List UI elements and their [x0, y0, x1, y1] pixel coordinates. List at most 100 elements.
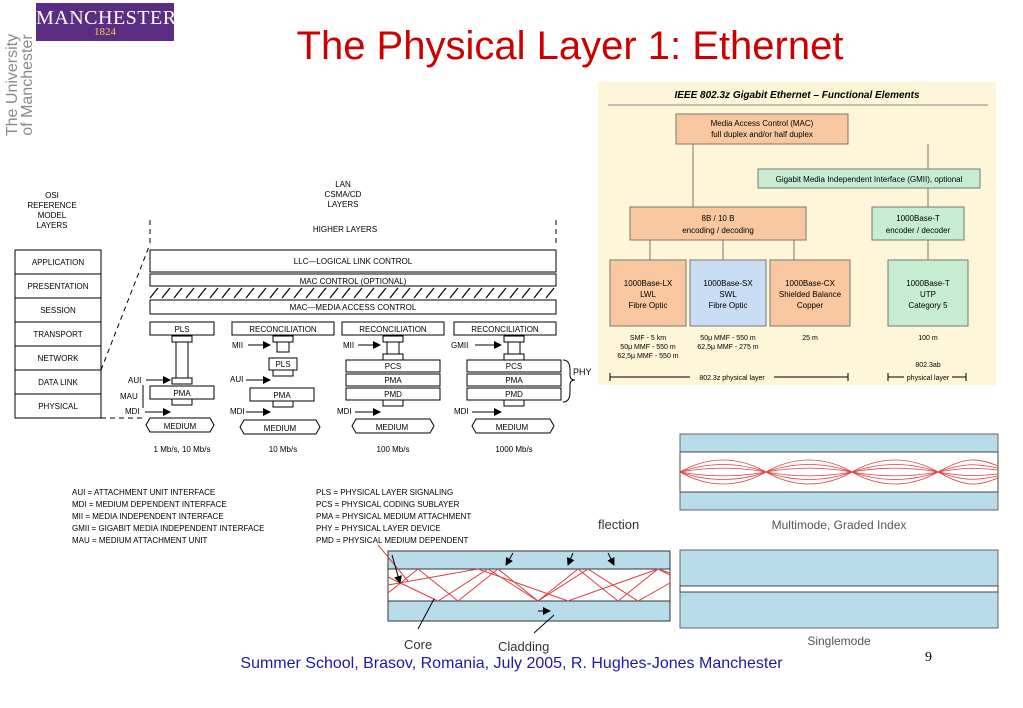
- ieee-t-encoder-line2: encoder / decoder: [886, 226, 951, 235]
- slide-footer: Summer School, Brasov, Romania, July 200…: [240, 655, 783, 672]
- ieee-cx-line3: Copper: [797, 301, 824, 310]
- col3-top: RECONCILIATION: [359, 325, 427, 334]
- lan-heading-1: LAN: [335, 180, 351, 189]
- legend-left-5: MAU = MEDIUM ATTACHMENT UNIT: [72, 536, 207, 545]
- logo-year: 1824: [94, 26, 116, 38]
- col3-pmd: PMD: [384, 390, 402, 399]
- university-vertical-text: The University of Manchester: [4, 15, 36, 155]
- col2-medium: MEDIUM: [264, 424, 297, 433]
- legend-right-4: PHY = PHYSICAL LAYER DEVICE: [316, 524, 441, 533]
- ieee-z-label: 802.3z physical layer: [699, 375, 765, 382]
- ieee-ab-line1: 802.3ab: [915, 362, 940, 369]
- osi-heading-1: OSI: [45, 191, 59, 200]
- legend-left-3: MII = MEDIA INDEPENDENT INTERFACE: [72, 512, 224, 521]
- singlemode-label: Singlemode: [807, 634, 871, 648]
- ieee-cx-line1: 1000Base-CX: [785, 279, 835, 288]
- col2-pls: PLS: [275, 360, 290, 369]
- col4-speed: 1000 Mb/s: [495, 445, 532, 454]
- logo-name: MANCHESTER: [36, 7, 177, 29]
- osi-layer-application: APPLICATION: [32, 258, 85, 267]
- ieee-gmii-label: Gigabit Media Independent Interface (GMI…: [776, 175, 963, 184]
- col3-pma: PMA: [384, 376, 402, 385]
- col2-aui: AUI: [230, 375, 243, 384]
- col2-pma: PMA: [273, 391, 291, 400]
- ieee-sx-line1: 1000Base-SX: [703, 279, 753, 288]
- osi-heading-4: LAYERS: [37, 221, 68, 230]
- col3-speed: 100 Mb/s: [377, 445, 410, 454]
- ieee-sx-note2: 62,5μ MMF - 275 m: [697, 344, 758, 351]
- ieee-cx-note1: 25 m: [802, 335, 818, 342]
- col2-speed: 10 Mb/s: [269, 445, 297, 454]
- ieee-lx-note3: 62,5μ MMF - 550 m: [617, 353, 678, 360]
- col3-medium: MEDIUM: [376, 423, 409, 432]
- phy-label: PHY: [573, 367, 592, 377]
- ieee-sx-line2: SWL: [719, 290, 737, 299]
- col4-pmd: PMD: [505, 390, 523, 399]
- multimode-label: Multimode, Graded Index: [772, 518, 907, 532]
- ieee-t-line2: UTP: [920, 290, 936, 299]
- osi-layer-session: SESSION: [40, 306, 76, 315]
- ieee-lx-line1: 1000Base-LX: [624, 279, 673, 288]
- ieee-t-line1: 1000Base-T: [906, 279, 950, 288]
- page-number: 9: [925, 650, 932, 665]
- ieee-t-encoder-box: [871, 206, 965, 241]
- mac-control-hatching: [149, 287, 555, 299]
- col1-medium: MEDIUM: [164, 422, 197, 431]
- col3-mdi: MDI: [337, 407, 352, 416]
- vertical-line-2: of Manchester: [19, 34, 36, 136]
- vertical-line-1: The University: [4, 33, 21, 137]
- ieee-ab-line2: physical layer: [907, 375, 950, 382]
- col1-aui: AUI: [128, 376, 141, 385]
- col4-mdi: MDI: [454, 407, 469, 416]
- ieee-lx-note1: SMF - 5 km: [630, 335, 666, 342]
- graded-index-rays: [679, 459, 999, 485]
- col2-top: RECONCILIATION: [249, 325, 317, 334]
- col1-mdi: MDI: [125, 407, 140, 416]
- col1-pma: PMA: [173, 389, 191, 398]
- ieee-lx-line2: LWL: [640, 290, 656, 299]
- ieee-lx-box: [609, 259, 687, 327]
- ieee-sx-note1: 50μ MMF - 550 m: [700, 335, 756, 342]
- ieee-sx-box: [689, 259, 767, 327]
- step-index-fibre: flection Core Cladding: [378, 517, 671, 654]
- col1-speed: 1 Mb/s, 10 Mb/s: [154, 445, 211, 454]
- legend-right-5: PMD = PHYSICAL MEDIUM DEPENDENT: [316, 536, 469, 545]
- col4-gmii: GMII: [451, 341, 468, 350]
- university-logo: MANCHESTER 1824: [36, 3, 177, 41]
- col4-pcs: PCS: [506, 362, 522, 371]
- col1-mau: MAU: [120, 392, 138, 401]
- osi-layer-transport: TRANSPORT: [33, 330, 82, 339]
- lan-heading-3: LAYERS: [328, 200, 359, 209]
- higher-layers-label: HIGHER LAYERS: [313, 225, 377, 234]
- ieee-mac-box: [675, 113, 849, 145]
- ieee-mac-line2: full duplex and/or half duplex: [711, 130, 813, 139]
- ieee-lx-line3: Fibre Optic: [628, 301, 667, 310]
- ieee-t-encoder-line1: 1000Base-T: [896, 214, 940, 223]
- step-index-rays: [378, 544, 671, 602]
- lan-heading-2: CSMA/CD: [325, 190, 362, 199]
- ieee-cx-line2: Shielded Balance: [779, 290, 842, 299]
- legend-left-4: GMII = GIGABIT MEDIA INDEPENDENT INTERFA…: [72, 524, 264, 533]
- osi-layer-data-link: DATA LINK: [38, 378, 78, 387]
- legend-left-2: MDI = MEDIUM DEPENDENT INTERFACE: [72, 500, 227, 509]
- legend-right-1: PLS = PHYSICAL LAYER SIGNALING: [316, 488, 453, 497]
- mac-control-label: MAC CONTROL (OPTIONAL): [300, 277, 407, 286]
- ieee-encoding-line1: 8B / 10 B: [702, 214, 735, 223]
- mac-label: MAC—MEDIA ACCESS CONTROL: [290, 303, 417, 312]
- col4-medium: MEDIUM: [496, 423, 529, 432]
- cladding-label: Cladding: [498, 639, 549, 654]
- osi-lan-diagram: OSI REFERENCE MODEL LAYERS LAN CSMA/CD L…: [14, 180, 592, 545]
- ieee-title: IEEE 802.3z Gigabit Ethernet – Functiona…: [674, 90, 920, 101]
- col3-mii: MII: [343, 341, 354, 350]
- reflection-label: flection: [598, 517, 639, 532]
- col2-mii: MII: [232, 341, 243, 350]
- ieee-t-note1: 100 m: [918, 335, 938, 342]
- osi-layer-physical: PHYSICAL: [38, 402, 78, 411]
- ieee-sx-line3: Fibre Optic: [708, 301, 747, 310]
- core-label: Core: [404, 637, 432, 652]
- osi-heading-2: REFERENCE: [27, 201, 76, 210]
- slide-title: The Physical Layer 1: Ethernet: [296, 24, 844, 68]
- ieee-t-line3: Category 5: [908, 301, 948, 310]
- col1-top: PLS: [174, 325, 189, 334]
- ieee-t-box: [887, 259, 969, 327]
